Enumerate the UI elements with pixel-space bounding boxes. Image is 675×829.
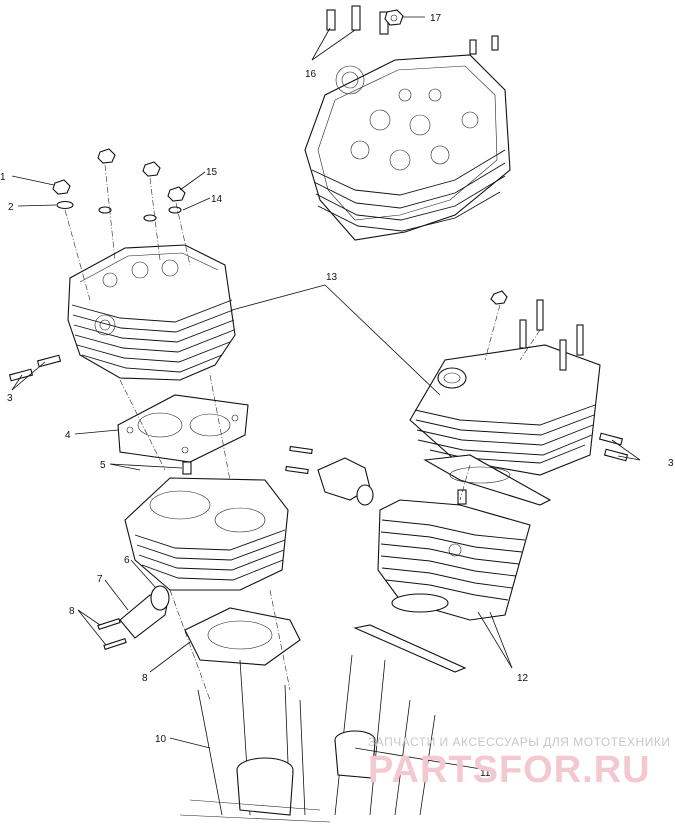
callout-15: 15 bbox=[206, 167, 218, 178]
rear-cylinder bbox=[377, 489, 531, 621]
callout-11: 11 bbox=[480, 768, 491, 779]
callout-13: 13 bbox=[326, 272, 338, 283]
watermark: ЗАПЧАСТИ И АКСЕССУАРЫ ДЛЯ МОТОТЕХНИКИ PA… bbox=[368, 735, 670, 791]
front-cylinder bbox=[124, 461, 289, 591]
callout-3-right: 3 bbox=[668, 458, 674, 469]
callout-1: 1 bbox=[0, 172, 6, 183]
head-gasket-left bbox=[117, 394, 249, 463]
callout-7: 7 bbox=[97, 574, 103, 585]
cylinder-fins-left bbox=[134, 529, 286, 581]
cylinder-fins-right bbox=[380, 519, 526, 601]
watermark-tagline: ЗАПЧАСТИ И АКСЕССУАРЫ ДЛЯ МОТОТЕХНИКИ bbox=[368, 735, 670, 749]
callout-leaders bbox=[11, 16, 641, 771]
front-cylinder-head bbox=[8, 148, 236, 382]
cam-chain-tensioner bbox=[97, 585, 170, 650]
head-gasket-right bbox=[423, 454, 552, 506]
callout-labels: 1 2 3 3 4 5 6 7 8 8 10 11 12 13 14 15 16… bbox=[0, 13, 674, 779]
base-gasket-right bbox=[353, 624, 467, 673]
callout-5: 5 bbox=[100, 460, 106, 471]
rear-cylinder-head-top-view bbox=[304, 5, 511, 241]
callout-9: 8 bbox=[142, 673, 148, 684]
callout-17: 17 bbox=[430, 13, 442, 24]
tensioner-right bbox=[285, 445, 374, 506]
callout-16: 16 bbox=[305, 69, 317, 80]
callout-14: 14 bbox=[211, 194, 223, 205]
head-fins bbox=[311, 149, 506, 232]
callout-12: 12 bbox=[517, 673, 529, 684]
piston bbox=[179, 730, 376, 823]
callout-6: 6 bbox=[124, 555, 130, 566]
rear-cylinder-head bbox=[409, 290, 629, 476]
base-gasket-left bbox=[184, 607, 301, 666]
callout-8: 8 bbox=[69, 606, 75, 617]
head-fins-right bbox=[414, 404, 596, 464]
watermark-logo-text: PARTSFOR.RU bbox=[368, 749, 651, 791]
alignment-lines bbox=[64, 164, 541, 701]
callout-4: 4 bbox=[65, 430, 71, 441]
head-fins-left bbox=[71, 299, 235, 373]
callout-2: 2 bbox=[8, 202, 14, 213]
callout-10: 10 bbox=[155, 734, 167, 745]
callout-3-left: 3 bbox=[7, 393, 13, 404]
